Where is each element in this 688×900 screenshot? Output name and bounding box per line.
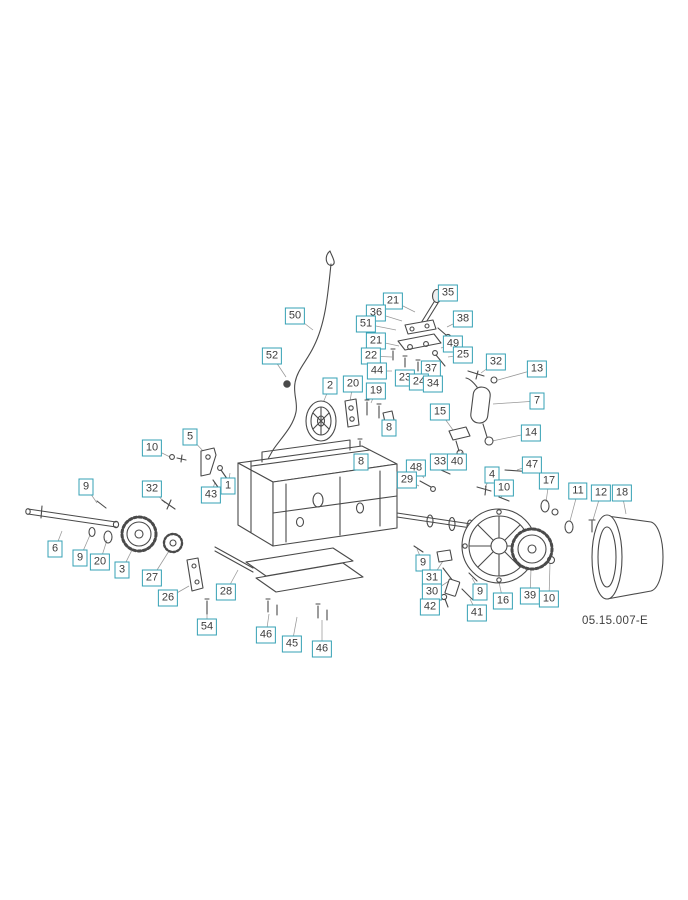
- part-callout-26: 26: [157, 589, 179, 607]
- part-callout-8: 8: [353, 453, 369, 471]
- part-callout-1: 1: [220, 477, 236, 495]
- cable-pulley: [305, 400, 337, 442]
- part-callout-13: 13: [526, 360, 548, 378]
- part-callout-2: 2: [322, 377, 338, 395]
- part-callout-18: 18: [611, 484, 633, 502]
- part-callout-14: 14: [520, 424, 542, 442]
- spring-link: [467, 370, 498, 384]
- part-callout-6: 6: [47, 540, 63, 558]
- drive-sprocket: [120, 515, 184, 554]
- part-callout-3: 3: [114, 561, 130, 579]
- shock-absorber: [465, 377, 494, 446]
- part-callout-9: 9: [472, 583, 488, 601]
- cross-rod: [214, 546, 254, 573]
- part-callout-19: 19: [365, 382, 387, 400]
- part-callout-38: 38: [452, 310, 474, 328]
- part-callout-15: 15: [429, 403, 451, 421]
- part-callout-29: 29: [396, 471, 418, 489]
- part-callout-51: 51: [355, 315, 377, 333]
- part-callout-28: 28: [215, 583, 237, 601]
- part-callout-10: 10: [538, 590, 560, 608]
- idler-bracket: [448, 426, 471, 457]
- part-callout-10: 10: [493, 479, 515, 497]
- fasteners-right: [413, 519, 596, 608]
- part-callout-4: 4: [484, 466, 500, 484]
- pulley-bracket: [344, 398, 395, 452]
- skid-plates: [204, 547, 364, 621]
- part-callout-5: 5: [182, 428, 198, 446]
- diagram-code-label: 05.15.007-E: [582, 615, 648, 627]
- part-callout-9: 9: [72, 549, 88, 567]
- axle-shaft: [25, 499, 176, 544]
- part-callout-12: 12: [590, 484, 612, 502]
- part-callout-20: 20: [342, 375, 364, 393]
- part-callout-45: 45: [281, 635, 303, 653]
- part-callout-35: 35: [437, 284, 459, 302]
- main-housing: [237, 439, 398, 547]
- part-callout-27: 27: [141, 569, 163, 587]
- part-callout-39: 39: [519, 587, 541, 605]
- control-lever-assembly: [390, 288, 452, 372]
- part-callout-54: 54: [196, 618, 218, 636]
- part-callout-43: 43: [200, 486, 222, 504]
- belt-cover-drum: [591, 514, 664, 600]
- part-callout-40: 40: [446, 453, 468, 471]
- part-callout-46: 46: [311, 640, 333, 658]
- part-callout-46: 46: [255, 626, 277, 644]
- part-callout-20: 20: [89, 553, 111, 571]
- part-callout-32: 32: [485, 353, 507, 371]
- part-callout-52: 52: [261, 347, 283, 365]
- part-callout-11: 11: [568, 482, 588, 500]
- part-callout-50: 50: [284, 307, 306, 325]
- part-callout-17: 17: [538, 472, 560, 490]
- part-callout-16: 16: [492, 592, 514, 610]
- support-bracket: [186, 557, 204, 592]
- part-callout-25: 25: [452, 346, 474, 364]
- part-callout-47: 47: [521, 456, 543, 474]
- part-callout-21: 21: [382, 292, 404, 310]
- part-callout-8: 8: [381, 419, 397, 437]
- drive-gear: [510, 527, 556, 571]
- part-callout-44: 44: [366, 362, 388, 380]
- part-callout-41: 41: [466, 604, 488, 622]
- left-bracket: [169, 447, 231, 491]
- part-callout-32: 32: [141, 480, 163, 498]
- part-callout-7: 7: [529, 392, 545, 410]
- part-callout-42: 42: [419, 598, 441, 616]
- part-callout-9: 9: [415, 554, 431, 572]
- part-callout-9: 9: [78, 478, 94, 496]
- part-callout-34: 34: [422, 375, 444, 393]
- part-callout-10: 10: [141, 439, 163, 457]
